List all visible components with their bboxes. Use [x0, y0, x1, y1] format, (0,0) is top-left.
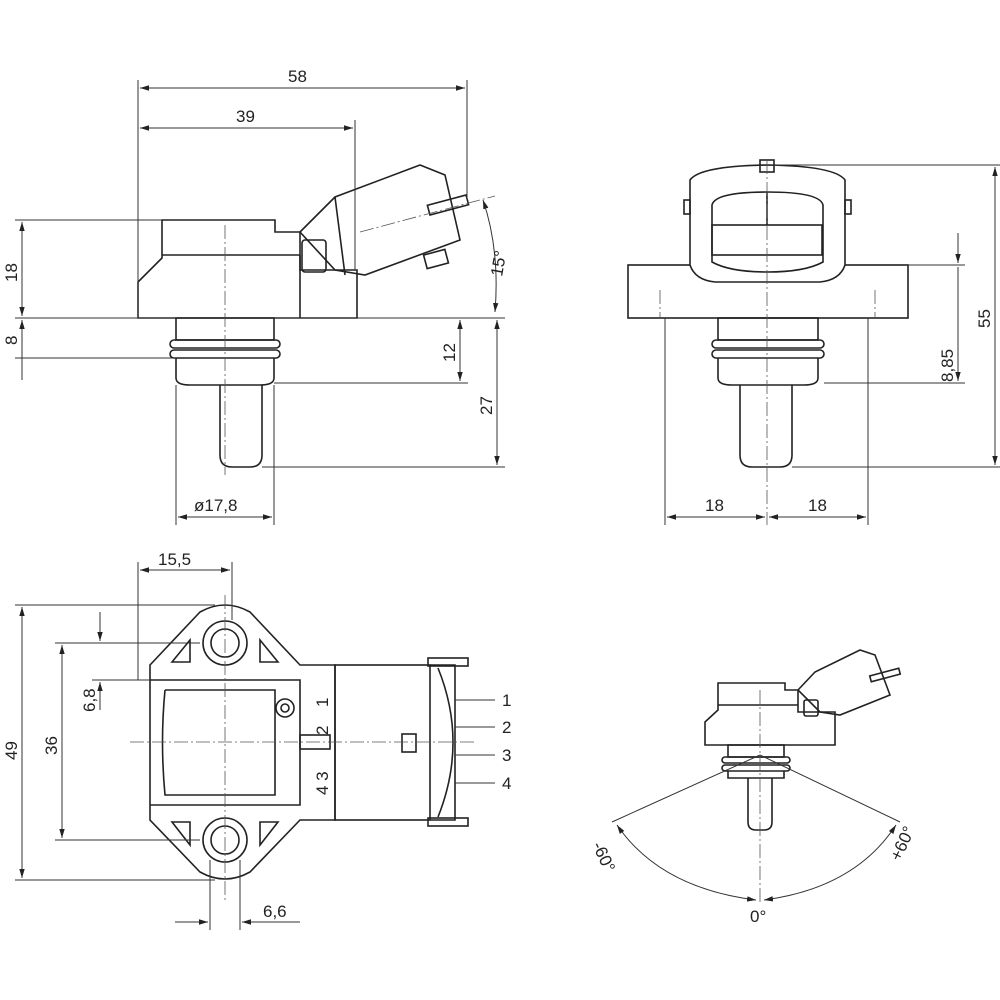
pin-label-2: 2: [502, 718, 511, 737]
pin-label-4: 4: [502, 774, 511, 793]
dim-thread-height: 8: [2, 336, 21, 345]
dim-probe-offset: 6,6: [263, 902, 287, 921]
dim-overall-length: 58: [288, 67, 307, 86]
dim-connector-offset: 39: [236, 107, 255, 126]
connector-mark-43: 4 3: [313, 771, 332, 795]
dim-probe-depth: 27: [477, 396, 496, 415]
dim-half-width-left: 18: [705, 496, 724, 515]
dim-half-width-right: 18: [808, 496, 827, 515]
dim-total-height: 55: [975, 309, 994, 328]
dim-flange-length: 49: [2, 741, 21, 760]
dim-connector-angle: 15°: [487, 249, 510, 278]
top-view: 15,5 49 36 6,8 6,6 1 2 4 3 1 2 3 4: [2, 550, 511, 930]
front-view: 55 8,85 18 18: [627, 159, 1000, 525]
dim-hole-spacing: 36: [42, 736, 61, 755]
dim-pin-offset: 6,8: [80, 688, 99, 712]
side-view: 58 39 18 8 15° 12 27 ø17,8: [2, 67, 510, 525]
pin-label-1: 1: [502, 691, 511, 710]
connector-mark-1: 1: [313, 698, 332, 707]
pin-label-3: 3: [502, 746, 511, 765]
dim-body-height: 18: [2, 263, 21, 282]
dim-thread-diameter: ø17,8: [194, 496, 237, 515]
connector-mark-2: 2: [313, 726, 332, 735]
angle-center: 0°: [750, 907, 766, 926]
angle-left: -60°: [588, 839, 618, 875]
rotation-view: -60° +60° 0°: [588, 649, 919, 926]
dim-oring-offset: 8,85: [938, 349, 957, 382]
dim-oring-depth: 12: [440, 343, 459, 362]
dim-hole-offset: 15,5: [158, 550, 191, 569]
angle-right: +60°: [886, 823, 918, 863]
